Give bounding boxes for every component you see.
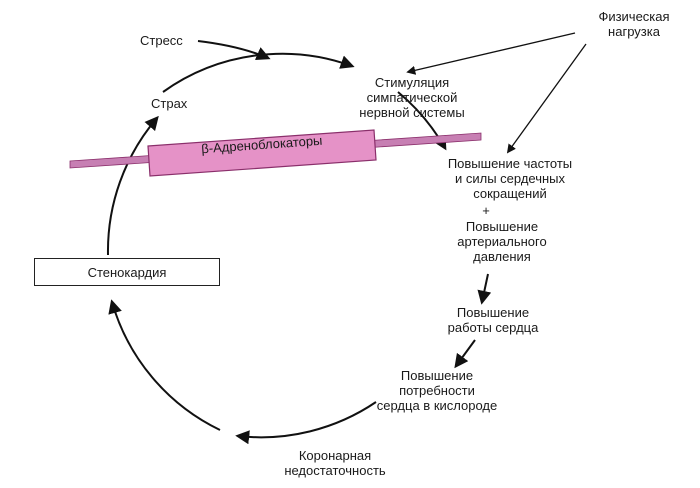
beta-blocker-capsule xyxy=(147,129,377,177)
label-o2-demand: Повышение потребности сердца в кислороде xyxy=(376,368,498,413)
label-bp-increase: Повышение артериального давления xyxy=(457,219,547,264)
label-stress: Стресс xyxy=(140,33,183,48)
angina-box: Стенокардия xyxy=(34,258,220,286)
label-work-increase: Повышение работы сердца xyxy=(447,305,539,335)
label-coronary-insufficiency: Коронарная недостаточность xyxy=(284,448,386,478)
arrow-work-to-o2 xyxy=(454,339,476,369)
arc-stress-to-sns xyxy=(197,40,271,61)
arc-sns-to-hr xyxy=(397,91,447,151)
label-physical-load: Физическая нагрузка xyxy=(598,9,670,39)
arc-coronary-to-angina xyxy=(108,299,221,431)
arc-fear-to-sns xyxy=(162,52,355,93)
label-fear: Страх xyxy=(151,96,188,111)
label-hr-increase: Повышение частоты и силы сердечных сокра… xyxy=(447,156,573,201)
arc-angina-to-fear xyxy=(106,115,159,256)
arrow-load-to-hr xyxy=(506,43,587,154)
label-plus: + xyxy=(482,203,490,218)
arrow-load-to-sns xyxy=(406,32,576,75)
arc-o2-to-coronary xyxy=(235,401,377,445)
label-angina: Стенокардия xyxy=(87,265,167,280)
arrow-bp-to-work xyxy=(477,273,492,305)
label-sns-stimulation: Стимуляция симпатической нервной системы xyxy=(359,75,465,120)
